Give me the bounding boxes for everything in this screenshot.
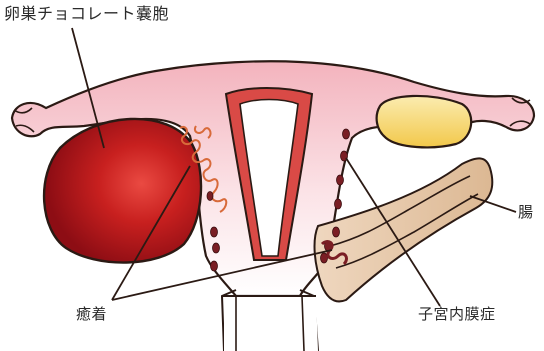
adhesion-label: 癒着 (76, 307, 107, 322)
bowel-label: 腸 (518, 205, 534, 220)
chocolate-cyst-label: 卵巣チョコレート嚢胞 (4, 6, 169, 22)
endometriosis-label: 子宮内膜症 (418, 307, 496, 322)
right-ovary (377, 96, 472, 147)
chocolate-cyst (44, 119, 201, 263)
